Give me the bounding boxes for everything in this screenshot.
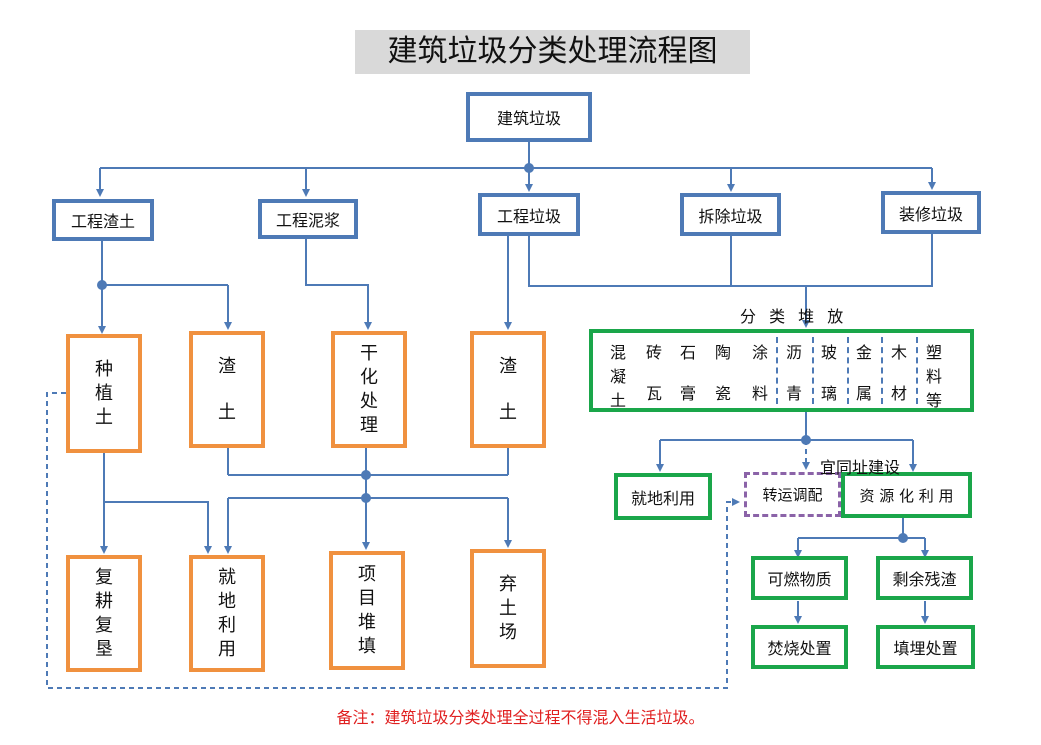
- node-plant-soil-char: 植: [95, 382, 113, 404]
- node-project-fill: 项 目 堆 填: [329, 551, 405, 670]
- node-dry-treatment-char: 理: [360, 414, 378, 436]
- node-source-demolition: 拆除垃圾: [680, 193, 781, 236]
- node-project-fill-char: 项: [358, 563, 376, 585]
- node-source-demolition-label: 拆除垃圾: [698, 206, 763, 226]
- category-separator: [812, 337, 814, 404]
- node-transfer: 转运调配: [744, 472, 841, 517]
- junction-dot: [524, 163, 534, 173]
- node-landfill-label: 填埋处置: [893, 639, 958, 658]
- category-separator: [881, 337, 883, 404]
- category-separator: [776, 337, 778, 404]
- node-source-mud-label: 工程泥浆: [275, 211, 340, 230]
- sort-stack-label: 分 类 堆 放: [740, 307, 848, 326]
- node-reclaim: 复 耕 复 垦: [66, 555, 142, 672]
- category-separator: [847, 337, 849, 404]
- page-title: 建筑垃圾分类处理流程图: [355, 30, 750, 74]
- node-source-engineering: 工程垃圾: [478, 193, 580, 236]
- node-local-use-label: 就地利用: [630, 488, 695, 508]
- node-local-use-soil: 就 地 利 用: [189, 555, 265, 672]
- node-dump-site-char: 弃: [499, 573, 517, 595]
- footnote: 备注：建筑垃圾分类处理全过程不得混入生活垃圾。: [336, 708, 705, 727]
- node-dry-treatment-char: 化: [360, 366, 378, 388]
- node-plant-soil: 种 植 土: [66, 334, 142, 453]
- junction-dot: [97, 280, 107, 290]
- connector-plant-to-local: [104, 501, 212, 554]
- node-plant-soil-char: 土: [95, 406, 113, 428]
- node-local-use-soil-char: 用: [218, 638, 236, 660]
- node-resource-use: 资 源 化 利 用: [841, 472, 972, 518]
- node-residue-label: 剩余残渣: [892, 570, 957, 589]
- node-incinerate-label: 焚烧处置: [767, 639, 832, 658]
- node-dry-treatment: 干 化 处 理: [331, 331, 407, 448]
- category-asphalt: 沥 青: [785, 343, 802, 403]
- node-source-decoration: 装修垃圾: [881, 191, 981, 234]
- node-source-slag: 工程渣土: [52, 199, 154, 241]
- category-plastic: 塑 料 等: [925, 343, 942, 410]
- node-slag-soil-2-char: 渣: [499, 355, 517, 377]
- node-categories: 混 凝 土 砖 瓦 石 膏 陶 瓷 涂 料 沥 青 玻 璃 金 属 木: [589, 329, 974, 412]
- same-site-label: 宜同址建设: [820, 458, 901, 477]
- category-brick: 砖 瓦: [645, 343, 662, 403]
- node-source-decoration-label: 装修垃圾: [898, 204, 963, 224]
- category-concrete: 混 凝 土: [609, 343, 626, 410]
- node-slag-soil-2-char: 土: [499, 401, 517, 423]
- junction-dot: [361, 493, 371, 503]
- category-ceramic: 陶 瓷: [714, 343, 731, 403]
- category-glass: 玻 璃: [820, 343, 837, 403]
- node-slag-soil-1-char: 渣: [218, 355, 236, 377]
- category-wood: 木 材: [890, 343, 907, 403]
- node-local-use-soil-char: 就: [218, 566, 236, 588]
- node-dry-treatment-char: 干: [360, 342, 378, 364]
- node-residue: 剩余残渣: [876, 556, 973, 600]
- node-source-mud: 工程泥浆: [258, 199, 358, 239]
- node-project-fill-char: 目: [358, 587, 376, 609]
- node-root: 建筑垃圾: [466, 92, 592, 142]
- node-reclaim-char: 垦: [95, 638, 113, 660]
- junction-dot: [898, 533, 908, 543]
- node-source-slag-label: 工程渣土: [70, 212, 135, 231]
- node-plant-soil-char: 种: [95, 358, 113, 380]
- node-slag-soil-1-char: 土: [218, 401, 236, 423]
- node-dry-treatment-char: 处: [360, 390, 378, 412]
- category-gypsum: 石 膏: [679, 343, 696, 403]
- connector-plant-dashed-loop: [46, 392, 740, 689]
- node-resource-use-label: 资 源 化 利 用: [859, 486, 954, 505]
- node-dump-site: 弃 土 场: [470, 549, 546, 668]
- node-root-label: 建筑垃圾: [496, 109, 561, 128]
- junction-dot: [801, 435, 811, 445]
- node-local-use-soil-char: 地: [218, 590, 236, 612]
- junction-dot: [361, 470, 371, 480]
- node-slag-soil-2: 渣 土: [470, 331, 546, 448]
- node-incinerate: 焚烧处置: [751, 625, 848, 669]
- connector-src2-to-dry: [305, 236, 372, 330]
- node-reclaim-char: 耕: [95, 590, 113, 612]
- node-dump-site-char: 场: [499, 621, 517, 643]
- node-local-use-soil-char: 利: [218, 614, 236, 636]
- node-project-fill-char: 填: [358, 635, 376, 657]
- node-combustible-label: 可燃物质: [767, 570, 832, 589]
- node-dump-site-char: 土: [499, 597, 517, 619]
- node-slag-soil-1: 渣 土: [189, 331, 265, 448]
- node-local-use: 就地利用: [614, 473, 712, 520]
- category-separator: [916, 337, 918, 404]
- node-source-engineering-label: 工程垃圾: [496, 206, 561, 226]
- category-metal: 金 属: [855, 343, 872, 403]
- node-reclaim-char: 复: [95, 566, 113, 588]
- node-transfer-label: 转运调配: [762, 486, 823, 504]
- node-combustible: 可燃物质: [751, 556, 848, 600]
- node-reclaim-char: 复: [95, 614, 113, 636]
- node-landfill: 填埋处置: [876, 625, 975, 669]
- node-project-fill-char: 堆: [358, 611, 376, 633]
- category-paint: 涂 料: [751, 343, 768, 403]
